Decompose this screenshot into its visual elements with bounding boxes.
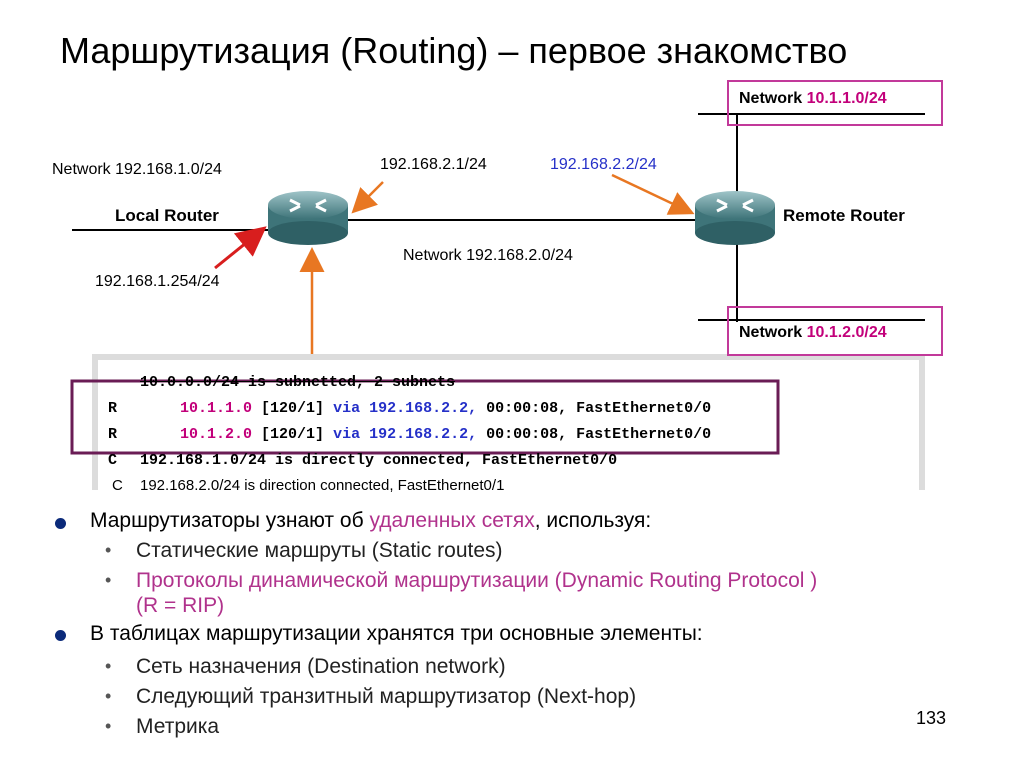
network-top-box: Network 10.1.1.0/24 [727,80,943,126]
sub-bullet-icon: • [105,570,112,590]
sub-bullet-dynamic-line2: (R = RIP) [136,594,225,617]
table-summary: 10.0.0.0/24 is subnetted, 2 subnets [140,374,456,391]
ip-remote-serial: 192.168.2.2/24 [550,156,657,173]
remote-router-icon [695,191,775,245]
network-left-label: Network 192.168.1.0/24 [52,161,222,178]
sub-bullet-icon: • [105,686,112,706]
arrow-local-serial [351,181,384,214]
bullet-icon [55,518,66,529]
arrow-remote-serial [611,173,695,215]
bullet-icon [55,630,66,641]
table-frame [92,354,925,490]
rip-routes-highlight [70,379,780,455]
network-top-prefix: Network [739,90,807,107]
ip-local-lan: 192.168.1.254/24 [95,273,220,290]
remote-router-label: Remote Router [783,206,905,225]
sub-bullet-dynamic: Протоколы динамической маршрутизации (Dy… [136,569,818,592]
sub-bullet-static: Статические маршруты (Static routes) [136,539,503,562]
slide-title: Маршрутизация (Routing) – первое знакомс… [60,30,848,71]
network-bottom-addr: 10.1.2.0/24 [806,324,887,341]
sub-bullet-metric: Метрика [136,715,220,738]
network-bottom-prefix: Network [739,324,807,341]
network-middle-label: Network 192.168.2.0/24 [403,247,573,264]
local-router-icon [268,191,348,245]
arrow-local-lan [214,226,267,270]
network-bottom-box: Network 10.1.2.0/24 [727,306,943,356]
sub-bullet-icon: • [105,540,112,560]
sub-bullet-icon: • [105,656,112,676]
sub-bullet-icon: • [105,716,112,736]
local-router-label: Local Router [115,206,219,225]
bullet-2: В таблицах маршрутизации хранятся три ос… [90,622,703,645]
page-number: 133 [916,708,947,728]
bullet-1: Маршрутизаторы узнают об удаленных сетях… [90,509,652,532]
sub-bullet-nexthop: Следующий транзитный маршрутизатор (Next… [136,685,637,708]
sub-bullet-destination: Сеть назначения (Destination network) [136,655,506,678]
network-top-addr: 10.1.1.0/24 [806,90,887,107]
ip-local-serial: 192.168.2.1/24 [380,156,487,173]
